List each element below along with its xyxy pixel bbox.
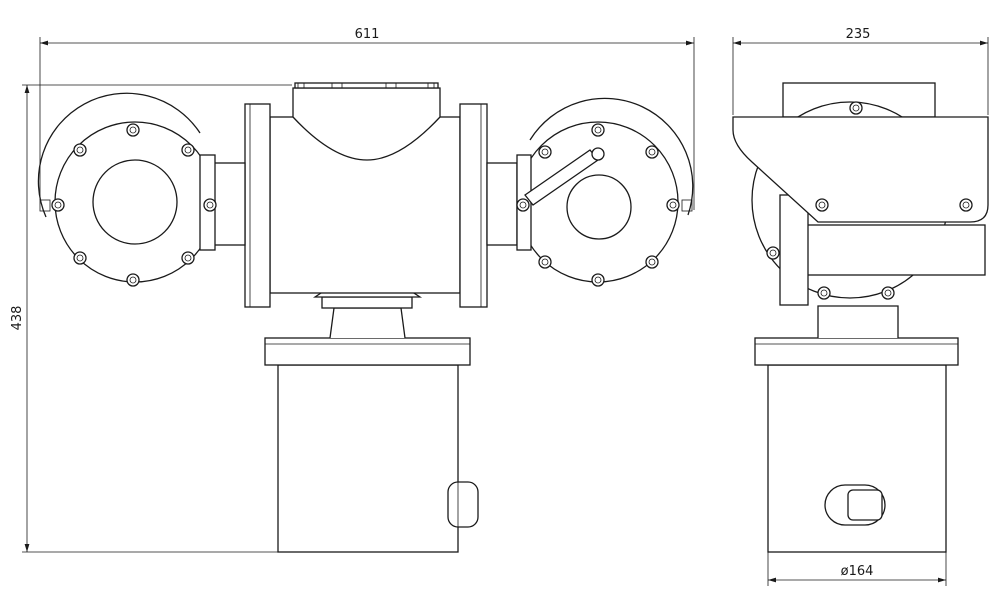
base-cylinder <box>277 364 459 553</box>
left-flange <box>244 103 271 308</box>
neck <box>329 307 406 339</box>
base-flange <box>264 337 471 366</box>
side-neck <box>817 305 899 338</box>
cable-gland <box>447 481 479 528</box>
dimension-label-164: ø164 <box>841 564 874 579</box>
front-view <box>37 82 694 553</box>
dimension-overall-width: 611 <box>39 27 695 210</box>
left-window <box>92 159 178 245</box>
dimension-side-depth: 235 <box>732 27 989 115</box>
sun-shield <box>732 116 989 223</box>
side-view <box>732 82 989 553</box>
dimension-overall-height: 438 <box>10 84 292 553</box>
dimension-label-438: 438 <box>10 306 25 331</box>
right-flange <box>459 103 488 308</box>
dimension-label-235: 235 <box>846 27 871 42</box>
side-lower-body <box>804 224 986 276</box>
dimension-label-611: 611 <box>355 27 380 42</box>
side-base-flange <box>754 337 959 366</box>
top-cap <box>292 87 441 161</box>
dimension-base-diameter: ø164 <box>767 552 947 586</box>
right-window <box>566 174 632 240</box>
